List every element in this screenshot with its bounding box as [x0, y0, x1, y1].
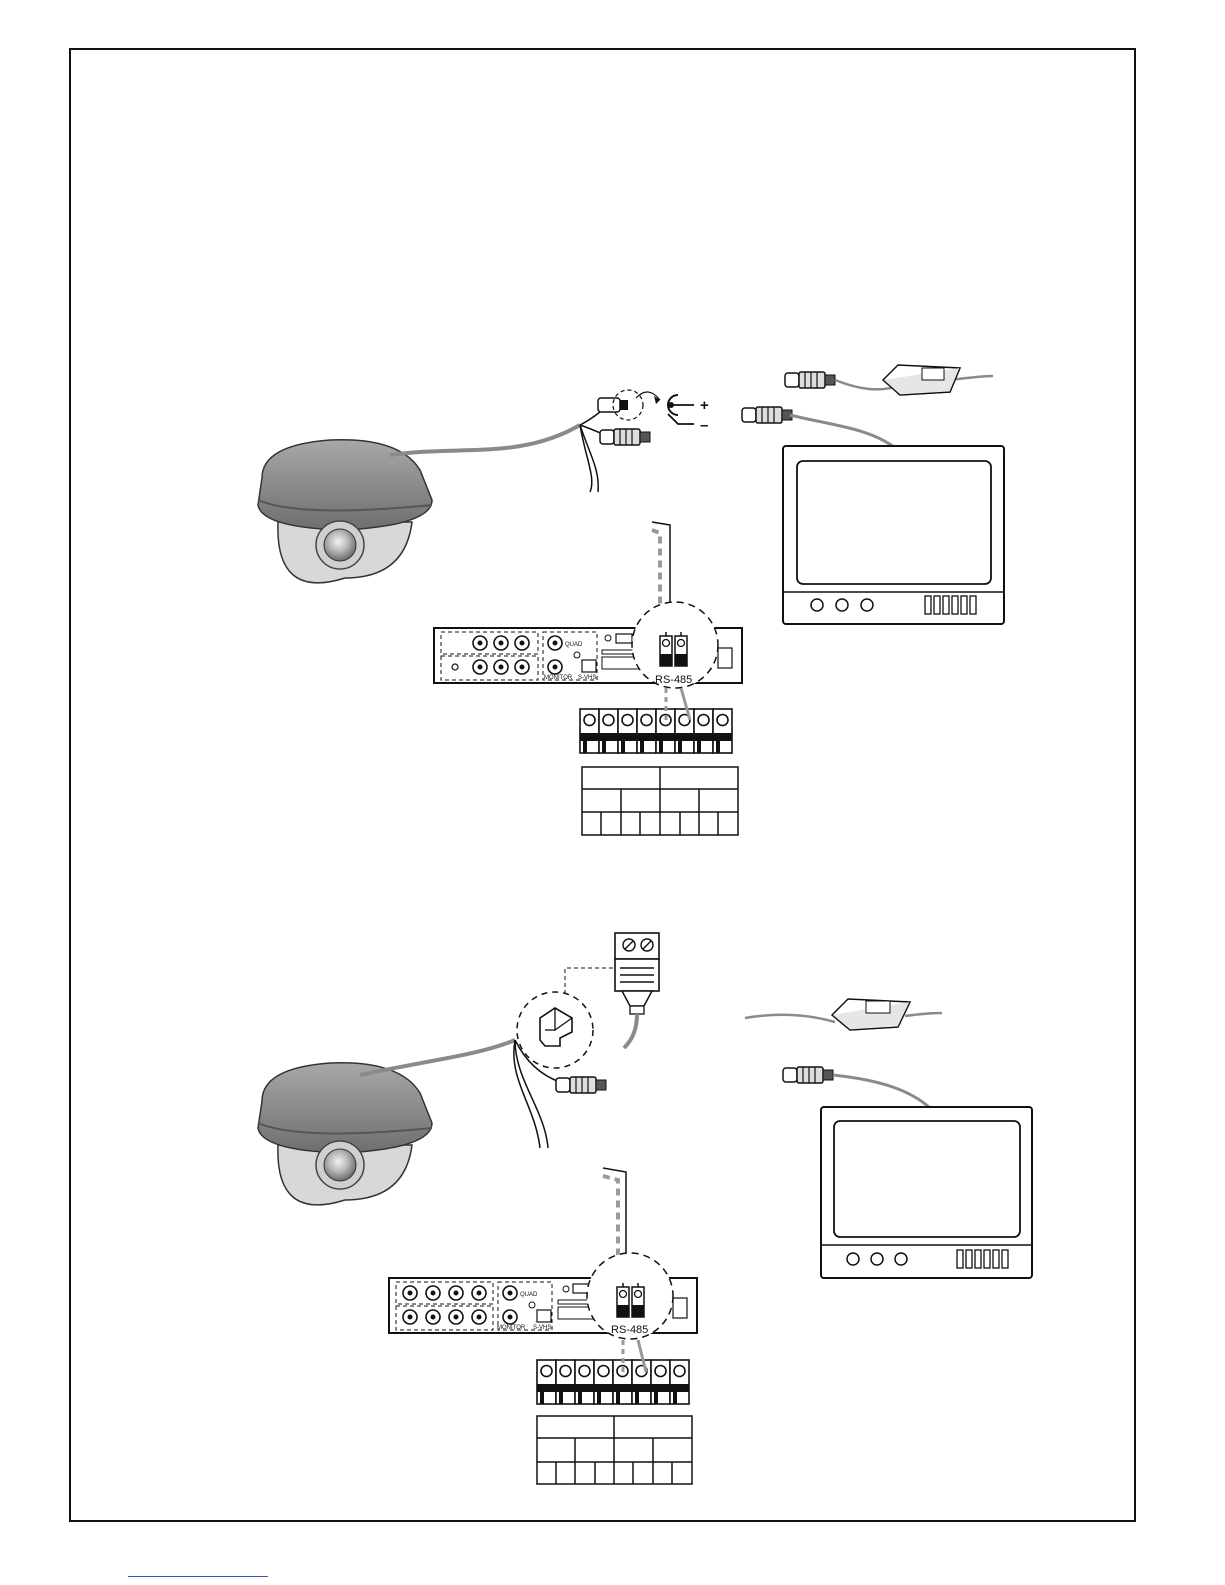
bottom-diagram: QUAD MONITOR S-VHS RS-485 — [258, 933, 1032, 1484]
dome-camera-icon — [258, 1063, 432, 1205]
rs485-label: RS-485 — [655, 674, 692, 686]
monitor-icon — [821, 1107, 1032, 1278]
dvr-monitor-label: MONITOR — [544, 675, 573, 681]
bnc-connector-icon — [783, 1067, 833, 1083]
dvr-svhs-label: S-VHS — [578, 675, 596, 681]
rj-connector-icon — [615, 933, 659, 1014]
pin-table — [582, 767, 738, 835]
terminal-block — [580, 688, 732, 753]
power-adapter-icon — [832, 999, 910, 1030]
rs485-magnifier: RS-485 — [587, 1253, 673, 1339]
rs485-label: RS-485 — [611, 1324, 648, 1336]
monitor-icon — [783, 446, 1004, 624]
power-polarity-symbol: + – — [668, 395, 709, 434]
dvr-quad-label: QUAD — [520, 1292, 538, 1298]
footer-link-underline[interactable] — [128, 1576, 268, 1577]
dvr-monitor-label: MONITOR — [497, 1325, 526, 1331]
top-diagram: + – — [258, 365, 1004, 835]
power-plus-label: + — [700, 397, 709, 414]
bnc-connector-icon — [785, 372, 835, 388]
bnc-connector-icon — [742, 407, 792, 423]
bnc-connector-icon — [556, 1077, 606, 1093]
dome-camera-icon — [258, 440, 432, 583]
terminal-block — [537, 1340, 689, 1404]
power-adapter-icon — [883, 365, 960, 395]
rj-connector-magnifier — [517, 992, 593, 1068]
bnc-connector-icon — [600, 429, 650, 445]
power-minus-label: – — [700, 417, 708, 434]
dvr-quad-label: QUAD — [565, 642, 583, 648]
rs485-magnifier: RS-485 — [632, 602, 718, 688]
pin-table — [537, 1416, 692, 1484]
dvr-svhs-label: S-VHS — [533, 1325, 551, 1331]
power-plug-icon — [598, 390, 643, 420]
